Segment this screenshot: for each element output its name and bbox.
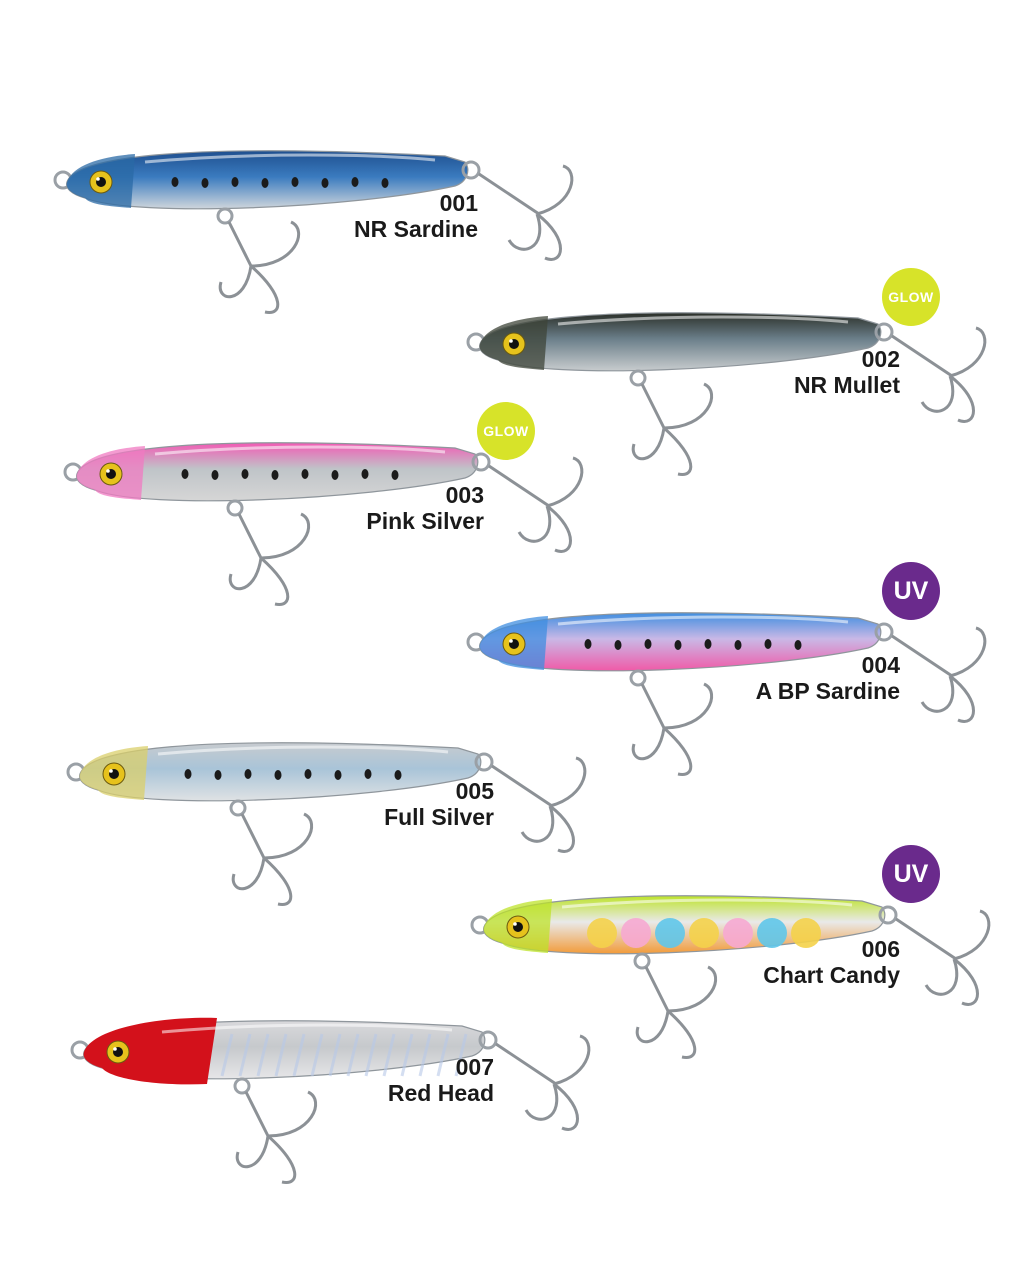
lure-007 — [70, 1017, 591, 1184]
lure-name: Red Head — [387, 1080, 494, 1106]
glow-badge: GLOW — [477, 402, 535, 460]
lure-006 — [470, 895, 991, 1059]
uv-badge: UV — [882, 562, 940, 620]
lure-name: Full Silver — [384, 804, 494, 830]
lure-code: 007 — [455, 1054, 494, 1080]
lure-code: 005 — [455, 778, 494, 804]
lure-002 — [466, 312, 987, 476]
lure-name: Pink Silver — [366, 508, 484, 534]
lure-003 — [63, 442, 584, 606]
glow-badge: GLOW — [882, 268, 940, 326]
uv-badge: UV — [882, 845, 940, 903]
lure-code: 003 — [445, 482, 484, 508]
lure-code: 001 — [439, 190, 478, 216]
lure-001 — [53, 150, 574, 314]
lure-name: Chart Candy — [763, 962, 900, 988]
lure-name: NR Mullet — [793, 372, 900, 398]
lure-code: 002 — [861, 346, 900, 372]
lure-code: 006 — [861, 936, 900, 962]
lure-004 — [466, 612, 987, 776]
lure-code: 004 — [861, 652, 900, 678]
lure-005 — [66, 742, 587, 906]
lure-name: A BP Sardine — [755, 678, 900, 704]
lure-name: NR Sardine — [354, 216, 478, 242]
